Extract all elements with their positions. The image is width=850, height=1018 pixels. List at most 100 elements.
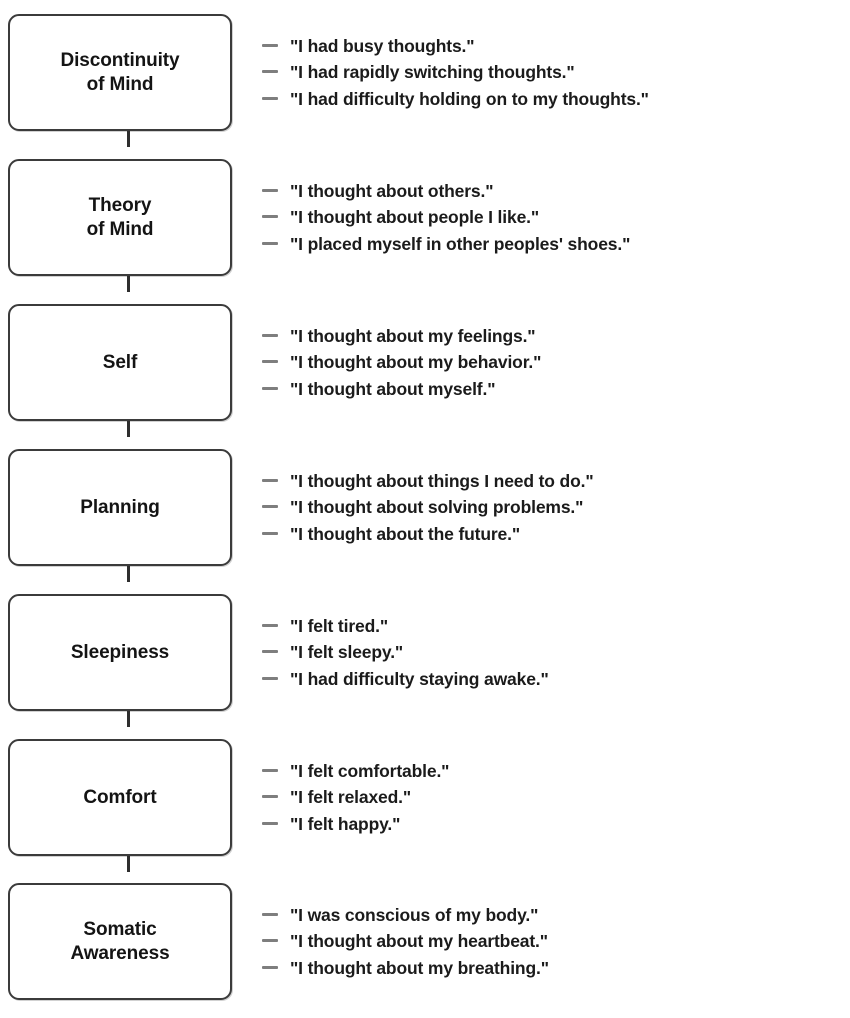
list-item: "I had difficulty staying awake." xyxy=(262,666,850,693)
list-item-text: "I had difficulty holding on to my thoug… xyxy=(290,88,649,109)
list-item-text: "I felt comfortable." xyxy=(290,760,450,781)
list-item: "I thought about the future." xyxy=(262,521,850,548)
node-label: Sleepiness xyxy=(70,641,170,663)
node-items-list: "I was conscious of my body." "I thought… xyxy=(240,870,850,1013)
node-box-comfort[interactable]: Comfort xyxy=(8,739,232,856)
list-item: "I placed myself in other peoples' shoes… xyxy=(262,231,850,258)
list-item-text: "I felt sleepy." xyxy=(290,642,404,663)
node-label: Planning xyxy=(80,496,160,518)
dash-icon xyxy=(262,70,278,74)
node-items-list: "I thought about things I need to do." "… xyxy=(240,435,850,580)
list-item-text: "I thought about things I need to do." xyxy=(290,470,594,491)
dash-icon xyxy=(262,188,278,192)
list-item: "I had busy thoughts." xyxy=(262,33,850,60)
connector-line xyxy=(127,421,130,437)
node-box-sleepiness[interactable]: Sleepiness xyxy=(8,594,232,711)
list-item-text: "I felt tired." xyxy=(290,615,388,636)
dash-icon xyxy=(262,676,278,680)
dash-icon xyxy=(262,821,278,825)
dash-icon xyxy=(262,333,278,337)
dash-icon xyxy=(262,939,278,943)
list-item-text: "I thought about people I like." xyxy=(290,207,540,228)
node-box-cell: Planning xyxy=(0,435,240,582)
dash-icon xyxy=(262,965,278,969)
node-box-planning[interactable]: Planning xyxy=(8,449,232,566)
list-item: "I thought about myself." xyxy=(262,376,850,403)
node-label: Self xyxy=(102,351,138,373)
connector-line xyxy=(127,566,130,582)
diagram-row: Discontinuity of Mind "I had busy though… xyxy=(0,0,850,147)
list-item: "I thought about my feelings." xyxy=(262,323,850,350)
diagram-row: Somatic Awareness "I was conscious of my… xyxy=(0,870,850,1013)
list-item: "I thought about others." xyxy=(262,178,850,205)
node-label: Theory of Mind xyxy=(86,195,154,240)
connector-line xyxy=(127,276,130,292)
dash-icon xyxy=(262,360,278,364)
list-item: "I felt happy." xyxy=(262,811,850,838)
dash-icon xyxy=(262,531,278,535)
list-item: "I thought about solving problems." xyxy=(262,494,850,521)
list-item-text: "I had rapidly switching thoughts." xyxy=(290,62,575,83)
list-item-text: "I thought about my heartbeat." xyxy=(290,931,548,952)
node-items-list: "I thought about my feelings." "I though… xyxy=(240,290,850,435)
connector-line xyxy=(127,856,130,872)
list-item-text: "I placed myself in other peoples' shoes… xyxy=(290,233,631,254)
dash-icon xyxy=(262,650,278,654)
list-item-text: "I thought about my feelings." xyxy=(290,325,536,346)
dash-icon xyxy=(262,478,278,482)
diagram-row: Planning "I thought about things I need … xyxy=(0,435,850,582)
node-box-somatic-awareness[interactable]: Somatic Awareness xyxy=(8,883,232,1000)
dash-icon xyxy=(262,43,278,47)
list-item-text: "I felt happy." xyxy=(290,813,401,834)
diagram-row: Theory of Mind "I thought about others."… xyxy=(0,145,850,292)
list-item: "I thought about my breathing." xyxy=(262,955,850,982)
connector-line xyxy=(127,131,130,147)
node-box-cell: Discontinuity of Mind xyxy=(0,0,240,147)
list-item-text: "I had busy thoughts." xyxy=(290,35,475,56)
node-items-list: "I thought about others." "I thought abo… xyxy=(240,145,850,290)
diagram-row: Self "I thought about my feelings." "I t… xyxy=(0,290,850,437)
list-item-text: "I thought about the future." xyxy=(290,523,520,544)
list-item: "I had difficulty holding on to my thoug… xyxy=(262,86,850,113)
list-item: "I felt sleepy." xyxy=(262,639,850,666)
dash-icon xyxy=(262,505,278,509)
node-box-self[interactable]: Self xyxy=(8,304,232,421)
dash-icon xyxy=(262,623,278,627)
list-item: "I thought about people I like." xyxy=(262,204,850,231)
diagram-row: Comfort "I felt comfortable." "I felt re… xyxy=(0,725,850,872)
node-label: Somatic Awareness xyxy=(70,919,170,964)
list-item-text: "I had difficulty staying awake." xyxy=(290,668,549,689)
list-item: "I thought about my behavior." xyxy=(262,349,850,376)
list-item: "I had rapidly switching thoughts." xyxy=(262,59,850,86)
node-box-cell: Theory of Mind xyxy=(0,145,240,292)
dash-icon xyxy=(262,215,278,219)
list-item-text: "I thought about myself." xyxy=(290,378,496,399)
node-items-list: "I felt tired." "I felt sleepy." "I had … xyxy=(240,580,850,725)
node-box-theory-of-mind[interactable]: Theory of Mind xyxy=(8,159,232,276)
dash-icon xyxy=(262,96,278,100)
node-items-list: "I had busy thoughts." "I had rapidly sw… xyxy=(240,0,850,145)
node-label: Discontinuity of Mind xyxy=(60,50,180,95)
list-item-text: "I thought about my behavior." xyxy=(290,352,542,373)
list-item: "I felt relaxed." xyxy=(262,784,850,811)
dash-icon xyxy=(262,386,278,390)
list-item: "I thought about things I need to do." xyxy=(262,468,850,495)
dash-icon xyxy=(262,795,278,799)
dash-icon xyxy=(262,241,278,245)
list-item: "I felt comfortable." xyxy=(262,758,850,785)
node-items-list: "I felt comfortable." "I felt relaxed." … xyxy=(240,725,850,870)
node-box-cell: Comfort xyxy=(0,725,240,872)
list-item: "I thought about my heartbeat." xyxy=(262,928,850,955)
list-item-text: "I was conscious of my body." xyxy=(290,904,539,925)
diagram-row: Sleepiness "I felt tired." "I felt sleep… xyxy=(0,580,850,727)
dash-icon xyxy=(262,912,278,916)
node-label: Comfort xyxy=(83,786,157,808)
node-box-discontinuity-of-mind[interactable]: Discontinuity of Mind xyxy=(8,14,232,131)
list-item: "I felt tired." xyxy=(262,613,850,640)
list-item-text: "I felt relaxed." xyxy=(290,787,412,808)
dash-icon xyxy=(262,768,278,772)
list-item-text: "I thought about others." xyxy=(290,180,494,201)
list-item: "I was conscious of my body." xyxy=(262,902,850,929)
node-box-cell: Self xyxy=(0,290,240,437)
